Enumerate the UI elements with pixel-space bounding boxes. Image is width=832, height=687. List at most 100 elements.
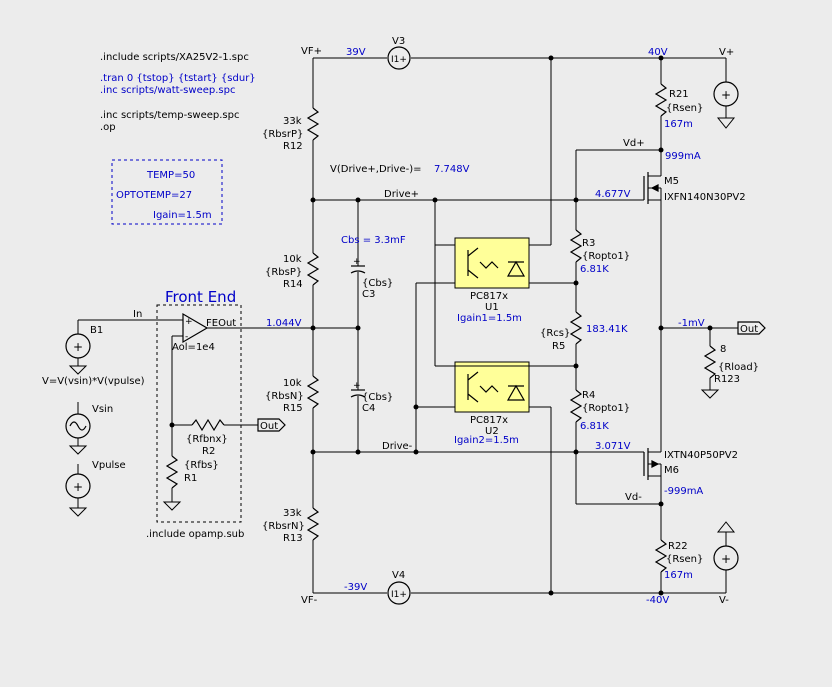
- m5-name: M5: [664, 176, 679, 187]
- vd-minus-label: Vd-: [625, 492, 642, 503]
- svg-text:+: +: [353, 381, 361, 391]
- front-end-title: Front End: [165, 288, 236, 306]
- vf-plus-label: VF+: [301, 46, 322, 57]
- r4-value: 6.81K: [580, 421, 609, 432]
- r4-resistor[interactable]: [569, 389, 583, 423]
- r1-param: {Rfbs}: [184, 460, 219, 471]
- r15-resistor[interactable]: [306, 375, 320, 409]
- watt-sweep-directive: .inc scripts/watt-sweep.spc: [100, 85, 235, 96]
- r21-param: {Rsen}: [666, 103, 703, 114]
- r1-name: R1: [184, 473, 197, 484]
- u1-model: PC817x: [470, 291, 508, 302]
- b1-name: B1: [90, 325, 103, 336]
- r1-resistor[interactable]: [165, 455, 179, 489]
- m6-current: -999mA: [664, 486, 703, 497]
- svg-text:+: +: [73, 340, 83, 354]
- u2-model: PC817x: [470, 415, 508, 426]
- r2-name: R2: [202, 446, 215, 457]
- vsin-label: Vsin: [92, 404, 113, 415]
- measure-label: V(Drive+,Drive-)=: [330, 164, 422, 175]
- out-port[interactable]: [737, 321, 766, 335]
- c3-param: {Cbs}: [362, 278, 393, 289]
- v3-label: V3: [392, 36, 405, 47]
- temp-param: TEMP=50: [146, 170, 195, 181]
- u2-name: U2: [485, 426, 499, 437]
- svg-text:+: +: [185, 317, 193, 327]
- svg-text:-: -: [185, 332, 188, 342]
- m6-gate-voltage: 3.071V: [595, 441, 631, 452]
- r123-resistor[interactable]: [703, 345, 717, 379]
- m6-name: M6: [664, 465, 679, 476]
- m6-mosfet[interactable]: [636, 448, 661, 480]
- m5-mosfet[interactable]: [636, 172, 661, 204]
- opamp-symbol[interactable]: [182, 312, 209, 344]
- m5-current: 999mA: [665, 151, 701, 162]
- r123-param: {Rload}: [718, 362, 759, 373]
- v3-source[interactable]: [387, 46, 411, 70]
- fb-out-label: Out: [260, 421, 278, 432]
- igain1-label: Igain1=1.5m: [457, 313, 522, 324]
- r22-value: 167m: [664, 570, 693, 581]
- feout-voltage: 1.044V: [266, 318, 302, 329]
- v3-symbol: I1+: [391, 55, 407, 65]
- c3-name: C3: [362, 289, 375, 300]
- v4-symbol: I1+: [391, 590, 407, 600]
- fb-out-port[interactable]: [257, 418, 286, 432]
- measure-value: 7.748V: [434, 164, 470, 175]
- vpulse-label: Vpulse: [92, 460, 126, 471]
- r13-name: R13: [283, 533, 303, 544]
- r14-resistor[interactable]: [306, 252, 320, 286]
- igain-param: Igain=1.5m: [153, 210, 212, 221]
- r13-param: {RbsrN}: [262, 521, 305, 532]
- r12-resistor[interactable]: [306, 107, 320, 141]
- r13-resistor[interactable]: [306, 507, 320, 541]
- v4-label: V4: [392, 570, 405, 581]
- vf-minus-label: VF-: [301, 595, 318, 606]
- svg-text:+: +: [721, 88, 731, 102]
- r15-param: {RbsN}: [265, 391, 304, 402]
- r14-value: 10k: [283, 254, 302, 265]
- front-end-box: [156, 304, 242, 523]
- u1-name: U1: [485, 302, 499, 313]
- r22-param: {Rsen}: [666, 554, 703, 565]
- feout-label: FEOut: [206, 318, 236, 329]
- r13-value: 33k: [283, 508, 302, 519]
- out-voltage: -1mV: [678, 318, 705, 329]
- m5-gate-voltage: 4.677V: [595, 189, 631, 200]
- r3-param: {Ropto1}: [582, 251, 630, 262]
- svg-text:+: +: [353, 257, 361, 267]
- r22-name: R22: [668, 541, 688, 552]
- svg-text:+: +: [721, 552, 731, 566]
- r2-resistor[interactable]: [191, 418, 225, 432]
- drive-minus-label: Drive-: [382, 441, 413, 452]
- r4-name: R4: [582, 390, 595, 401]
- u1-optocoupler[interactable]: [454, 237, 530, 289]
- svg-text:+: +: [73, 480, 83, 494]
- r12-param: {RbsrP}: [262, 129, 303, 140]
- v39n-label: -39V: [344, 582, 367, 593]
- in-label: In: [133, 309, 142, 320]
- r3-name: R3: [582, 238, 595, 249]
- r5-resistor[interactable]: [569, 311, 583, 345]
- v-minus-label: V-: [719, 595, 729, 606]
- v-plus-label: V+: [719, 47, 734, 58]
- opamp-aol: Aol=1e4: [172, 342, 215, 353]
- optotemp-param: OPTOTEMP=27: [116, 190, 192, 201]
- u2-optocoupler[interactable]: [454, 361, 530, 413]
- v4-source[interactable]: [387, 581, 411, 605]
- igain2-label: Igain2=1.5m: [454, 435, 519, 446]
- temp-sweep-directive: .inc scripts/temp-sweep.spc: [100, 110, 239, 121]
- r21-name: R21: [669, 89, 689, 100]
- r3-value: 6.81K: [580, 264, 609, 275]
- param-box: [111, 159, 223, 225]
- r22-resistor[interactable]: [654, 539, 668, 573]
- r12-value: 33k: [283, 116, 302, 127]
- include-directive: .include scripts/XA25V2-1.spc: [100, 52, 249, 63]
- r5-name: R5: [552, 341, 565, 352]
- r21-resistor[interactable]: [654, 83, 668, 117]
- r21-value: 167m: [664, 119, 693, 130]
- m6-model: IXTN40P50PV2: [664, 450, 738, 461]
- r14-param: {RbsP}: [265, 267, 302, 278]
- r3-resistor[interactable]: [569, 229, 583, 263]
